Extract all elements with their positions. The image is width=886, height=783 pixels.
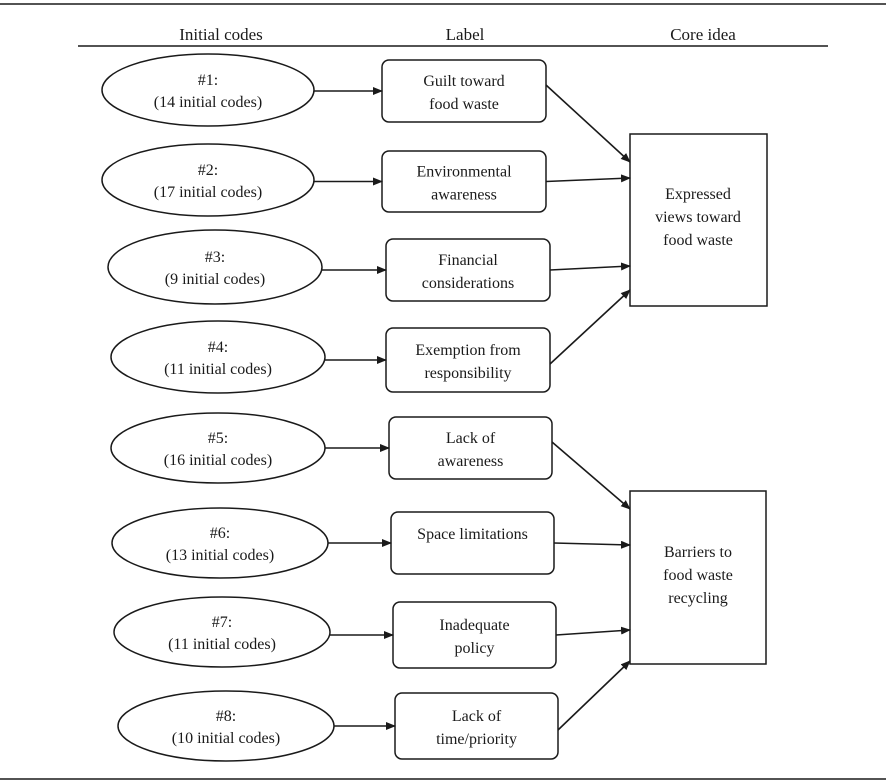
code-rows: #1: (14 initial codes) Guilt toward food wa…	[101, 53, 631, 762]
label-2-line-1: Environmental	[416, 164, 512, 181]
initial-code-2-number: #2:	[198, 162, 218, 179]
core-idea-box-2: Barriers to food waste recycling	[629, 490, 767, 665]
label-8-line-2: time/priority	[436, 731, 517, 748]
initial-code-node-4: #4: (11 initial codes)	[110, 320, 326, 394]
arrow-label-1-to-core-idea	[545, 84, 631, 163]
initial-code-4-number: #4:	[208, 339, 228, 356]
initial-code-node-8: #8: (10 initial codes)	[117, 690, 335, 762]
initial-code-8-number: #8:	[216, 708, 236, 725]
label-4-line-2: responsibility	[424, 365, 511, 382]
header-label: Label	[446, 25, 485, 44]
initial-code-3-number: #3:	[205, 249, 225, 266]
label-box-2: Environmental awareness	[381, 150, 547, 213]
core-idea-box-1: Expressed views toward food waste	[629, 133, 768, 307]
initial-code-1-count: (14 initial codes)	[154, 94, 262, 111]
initial-code-5-count: (16 initial codes)	[164, 452, 272, 469]
initial-code-1-number: #1:	[198, 72, 218, 89]
core-idea-2-line-3: recycling	[668, 590, 728, 607]
arrow-label-3-to-core-idea	[549, 262, 631, 271]
core-idea-1-line-1: Expressed	[665, 186, 731, 203]
code-row-6: #6: (13 initial codes) Space limitations	[111, 507, 631, 579]
arrow-label-2-to-core-idea	[545, 174, 631, 183]
initial-code-6-count: (13 initial codes)	[166, 547, 274, 564]
label-8-line-1: Lack of	[452, 708, 502, 725]
label-box-5: Lack of awareness	[388, 416, 553, 480]
initial-code-7-number: #7:	[212, 614, 232, 631]
header-core-idea: Core idea	[670, 25, 736, 44]
initial-code-3-count: (9 initial codes)	[165, 271, 265, 288]
label-7-line-1: Inadequate	[439, 617, 509, 634]
label-box-1: Guilt toward food waste	[381, 59, 547, 123]
arrow-label-6-to-core-idea	[553, 540, 631, 549]
label-5-line-1: Lack of	[446, 430, 496, 447]
core-idea-2-line-2: food waste	[663, 567, 733, 584]
label-5-line-2: awareness	[438, 453, 504, 470]
label-box-6: Space limitations	[390, 511, 555, 575]
label-3-line-1: Financial	[438, 252, 498, 269]
label-box-3: Financial considerations	[385, 238, 551, 302]
initial-code-node-5: #5: (16 initial codes)	[110, 412, 326, 484]
code-row-1: #1: (14 initial codes) Guilt toward food wa…	[101, 53, 631, 163]
initial-code-5-number: #5:	[208, 430, 228, 447]
initial-code-node-7: #7: (11 initial codes)	[113, 596, 331, 668]
label-1-line-1: Guilt toward	[423, 73, 504, 90]
initial-code-node-1: #1: (14 initial codes)	[101, 53, 315, 127]
arrow-label-4-to-core-idea	[549, 289, 631, 365]
label-box-7: Inadequate policy	[392, 601, 557, 669]
header-initial-codes: Initial codes	[179, 25, 263, 44]
code-row-5: #5: (16 initial codes) Lack of awareness	[110, 412, 631, 510]
initial-code-2-count: (17 initial codes)	[154, 184, 262, 201]
code-row-2: #2: (17 initial codes) Environmental awaren…	[101, 143, 631, 217]
code-row-8: #8: (10 initial codes) Lack of time/priorit…	[117, 660, 631, 762]
initial-code-node-6: #6: (13 initial codes)	[111, 507, 329, 579]
label-4-line-1: Exemption from	[415, 342, 521, 359]
initial-code-node-3: #3: (9 initial codes)	[107, 229, 323, 305]
code-row-3: #3: (9 initial codes) Financial considerati…	[107, 229, 631, 305]
code-row-4: #4: (11 initial codes) Exemption from respo…	[110, 289, 631, 394]
arrow-label-7-to-core-idea	[555, 626, 631, 636]
label-7-line-2: policy	[455, 640, 495, 657]
label-2-line-2: awareness	[431, 187, 497, 204]
core-idea-1-line-2: views toward	[655, 209, 741, 226]
initial-code-7-count: (11 initial codes)	[168, 636, 276, 653]
arrow-label-5-to-core-idea	[551, 441, 631, 510]
core-idea-1-line-3: food waste	[663, 232, 733, 249]
core-idea-2-line-1: Barriers to	[664, 544, 732, 561]
label-1-line-2: food waste	[429, 96, 499, 113]
code-row-7: #7: (11 initial codes) Inadequate policy	[113, 596, 631, 669]
initial-code-node-2: #2: (17 initial codes)	[101, 143, 315, 217]
label-box-4: Exemption from responsibility	[385, 327, 551, 393]
arrow-label-8-to-core-idea	[557, 660, 631, 731]
initial-code-8-count: (10 initial codes)	[172, 730, 280, 747]
initial-code-6-number: #6:	[210, 525, 230, 542]
label-box-8: Lack of time/priority	[394, 692, 559, 760]
label-3-line-2: considerations	[422, 275, 514, 292]
initial-code-4-count: (11 initial codes)	[164, 361, 272, 378]
label-6-line-1: Space limitations	[417, 526, 528, 543]
